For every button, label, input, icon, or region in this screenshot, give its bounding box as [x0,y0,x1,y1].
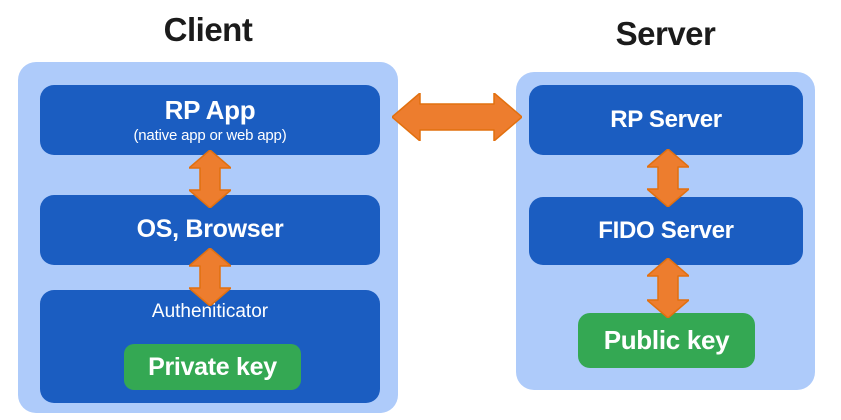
rp-server-label: RP Server [610,105,722,133]
client-server-double-arrow-icon [392,93,522,141]
fido-server-box: FIDO Server [529,197,803,265]
rp-app-sublabel: (native app or web app) [133,126,287,144]
rp-app-label: RP App [164,95,256,126]
authenticator-label: Autheniticator [151,301,269,322]
private-key-label: Private key [148,352,277,381]
public-key-label: Public key [603,325,730,355]
osbrowser-authenticator-double-arrow-icon [189,248,231,306]
fido-server-label: FIDO Server [598,216,734,244]
public-key-box: Public key [578,313,755,368]
os-browser-label: OS, Browser [136,215,284,244]
rp-server-box: RP Server [529,85,803,155]
client-title: Client [163,11,253,48]
fidoserver-publickey-double-arrow-icon [647,258,689,318]
rpserver-fidoserver-double-arrow-icon [647,149,689,207]
rpapp-osbrowser-double-arrow-icon [189,150,231,208]
server-title: Server [615,15,716,52]
private-key-box: Private key [124,344,301,390]
rp-app-box: RP App (native app or web app) [40,85,380,155]
